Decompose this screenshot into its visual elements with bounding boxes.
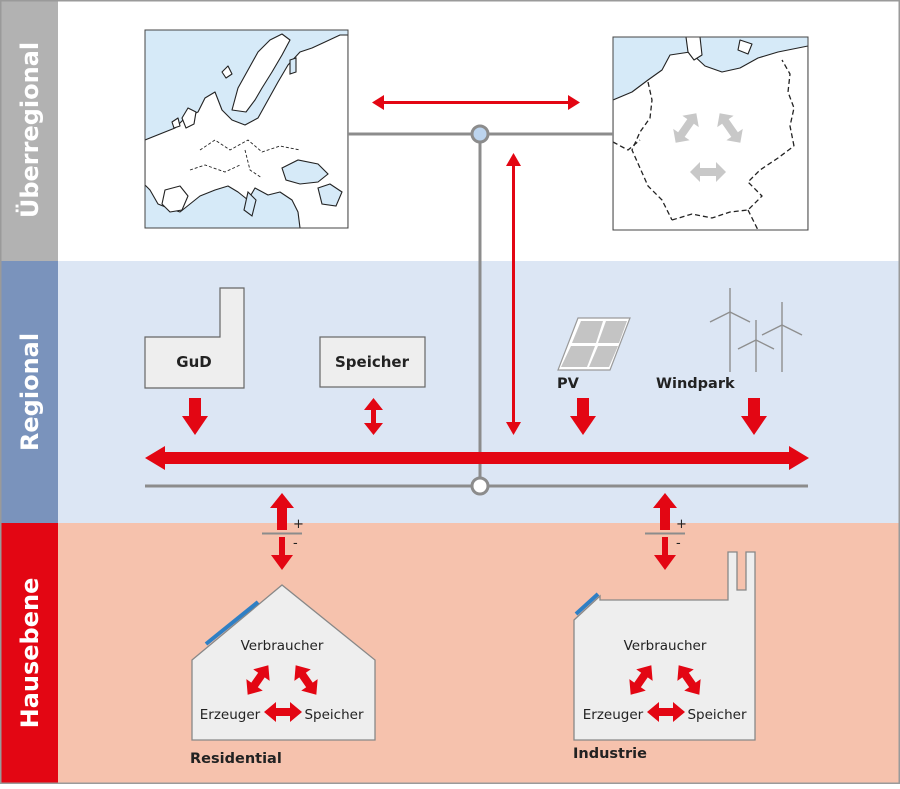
europe-map [144,29,349,229]
residential-title: Residential [190,751,282,767]
overregional-exchange-arrow [372,95,580,110]
regional-bus-arrow [145,446,809,470]
band-label-regional: Regional [16,333,44,451]
industrie-consumer-label: Verbraucher [624,638,707,654]
pv-label: PV [557,376,580,392]
industrie-building: Verbraucher Erzeuger Speicher Industrie [573,551,756,762]
band-label-ueberregional: Überregional [14,42,44,218]
windpark: Windpark [656,288,803,392]
industrie-exchange-arrows [629,665,701,722]
pv-feed-arrow [570,398,596,435]
gud-feed-arrow [182,398,208,435]
residential-generator-label: Erzeuger [200,707,261,723]
residential-minus: - [293,536,298,551]
germany-exchange-arrows [673,113,743,182]
residential-solar-panel [204,600,260,646]
residential-connection: + - [262,493,304,570]
gud-label: GuD [176,353,211,371]
industrie-solar-panel [574,592,600,616]
residential-house: Verbraucher Erzeuger Speicher Residentia… [190,584,376,767]
industrie-connection: + - [645,493,687,570]
ueberregional-strip [0,0,58,261]
windpark-feed-arrow [741,398,767,435]
hausebene-strip [0,523,58,784]
vertical-exchange-arrow [506,153,521,435]
industrie-generator-label: Erzeuger [583,707,644,723]
industrie-storage-label: Speicher [687,707,746,723]
germany-map [612,36,809,231]
residential-storage-label: Speicher [304,707,363,723]
regional-background [0,261,900,523]
regional-storage-arrow [364,398,383,435]
industrie-title: Industrie [573,746,647,762]
residential-exchange-arrows [246,665,318,722]
regional-node [470,476,490,496]
industrie-minus: - [676,536,681,551]
residential-consumer-label: Verbraucher [241,638,324,654]
regional-storage-label: Speicher [335,353,410,371]
residential-plus: + [293,517,304,532]
hausebene-background [0,523,900,784]
band-label-hausebene: Hausebene [16,578,44,729]
gud-plant: GuD [144,287,245,389]
industrie-plus: + [676,517,687,532]
pv-panel: PV [557,317,631,392]
regional-storage: Speicher [319,336,426,388]
windpark-label: Windpark [656,376,735,392]
overregional-node [470,124,490,144]
regional-strip [0,261,58,523]
